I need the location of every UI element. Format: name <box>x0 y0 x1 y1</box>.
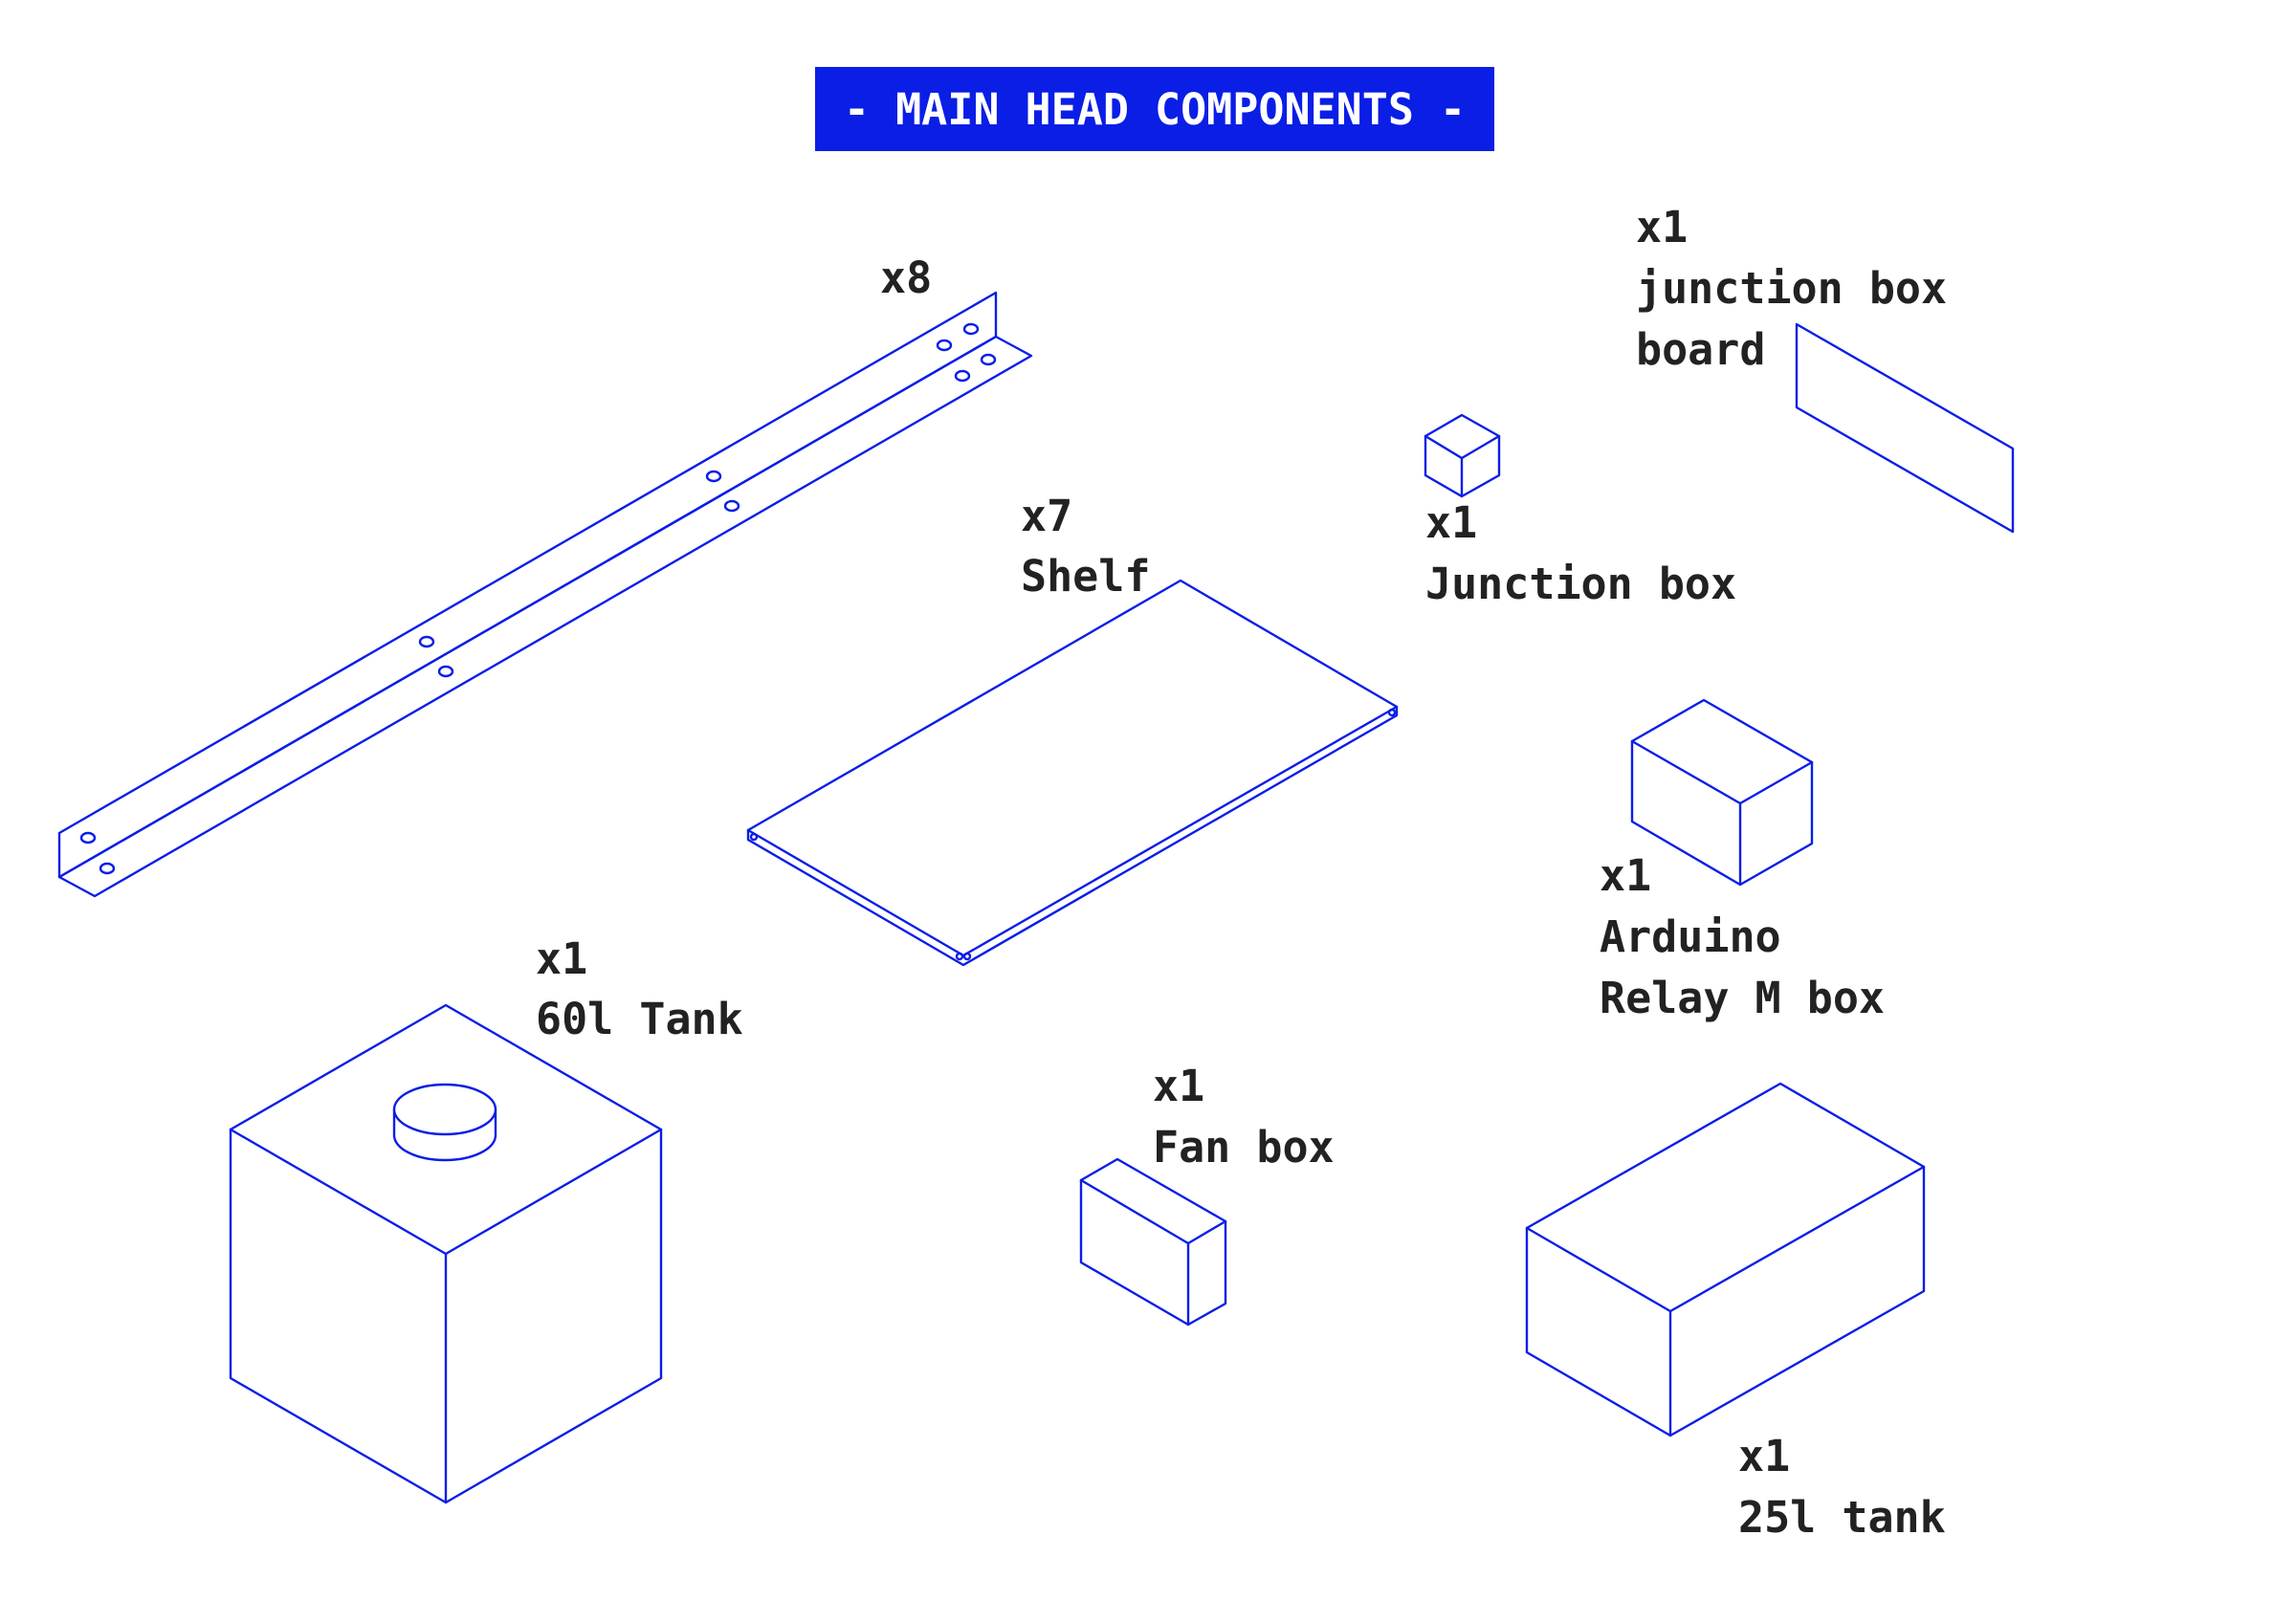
junction-board-name-line2: board <box>1636 324 1765 375</box>
bolt-hole-icon <box>705 470 722 483</box>
fan-box-qty-label: x1 <box>1153 1061 1204 1111</box>
tank-60-drawing <box>229 1003 663 1504</box>
junction-box-qty-label: x1 <box>1425 497 1477 548</box>
page-title: - MAIN HEAD COMPONENTS - <box>844 84 1466 135</box>
tank-60-name-label: 60l Tank <box>536 994 743 1044</box>
arduino-box-name-line1: Arduino <box>1600 911 1781 962</box>
shelf-hole-icon <box>749 832 759 842</box>
shelf-hole-icon <box>1387 708 1397 717</box>
fan-box-drawing <box>1079 1157 1227 1327</box>
angle-profile-drawing <box>57 291 1033 898</box>
fan-box-name-label: Fan box <box>1153 1122 1335 1173</box>
junction-box-name-label: Junction box <box>1425 559 1736 609</box>
bolt-hole-icon <box>954 369 971 383</box>
bolt-hole-icon <box>723 499 740 513</box>
bolt-hole-icon <box>936 339 953 352</box>
bolt-hole-icon <box>99 862 116 875</box>
shelf-hole-icon <box>962 952 972 961</box>
tank-60-qty-label: x1 <box>536 933 587 984</box>
tank-25-name-label: 25l tank <box>1738 1492 1946 1543</box>
bolt-hole-icon <box>79 831 97 844</box>
bolt-hole-icon <box>962 322 980 336</box>
bolt-hole-icon <box>437 665 454 678</box>
junction-board-name-line1: junction box <box>1636 263 1947 314</box>
shelf-qty-label: x7 <box>1021 491 1072 541</box>
tank-cap-icon <box>392 1083 497 1162</box>
title-banner: - MAIN HEAD COMPONENTS - <box>815 67 1494 151</box>
title-background <box>815 67 1494 151</box>
bolt-hole-icon <box>418 635 435 648</box>
angle-qty-label: x8 <box>880 252 932 303</box>
tank-25-qty-label: x1 <box>1738 1431 1790 1481</box>
junction-box-drawing <box>1424 413 1501 498</box>
arduino-box-qty-label: x1 <box>1600 850 1651 901</box>
arduino-box-drawing <box>1630 698 1814 887</box>
junction-board-drawing <box>1795 322 2015 534</box>
shelf-drawing <box>746 579 1399 967</box>
arduino-box-name-line2: Relay M box <box>1600 973 1885 1023</box>
bolt-hole-icon <box>980 353 997 366</box>
tank-25-drawing <box>1525 1082 1926 1437</box>
shelf-name-label: Shelf <box>1021 551 1150 602</box>
shelf-hole-icon <box>955 952 964 961</box>
junction-board-qty-label: x1 <box>1636 202 1688 252</box>
